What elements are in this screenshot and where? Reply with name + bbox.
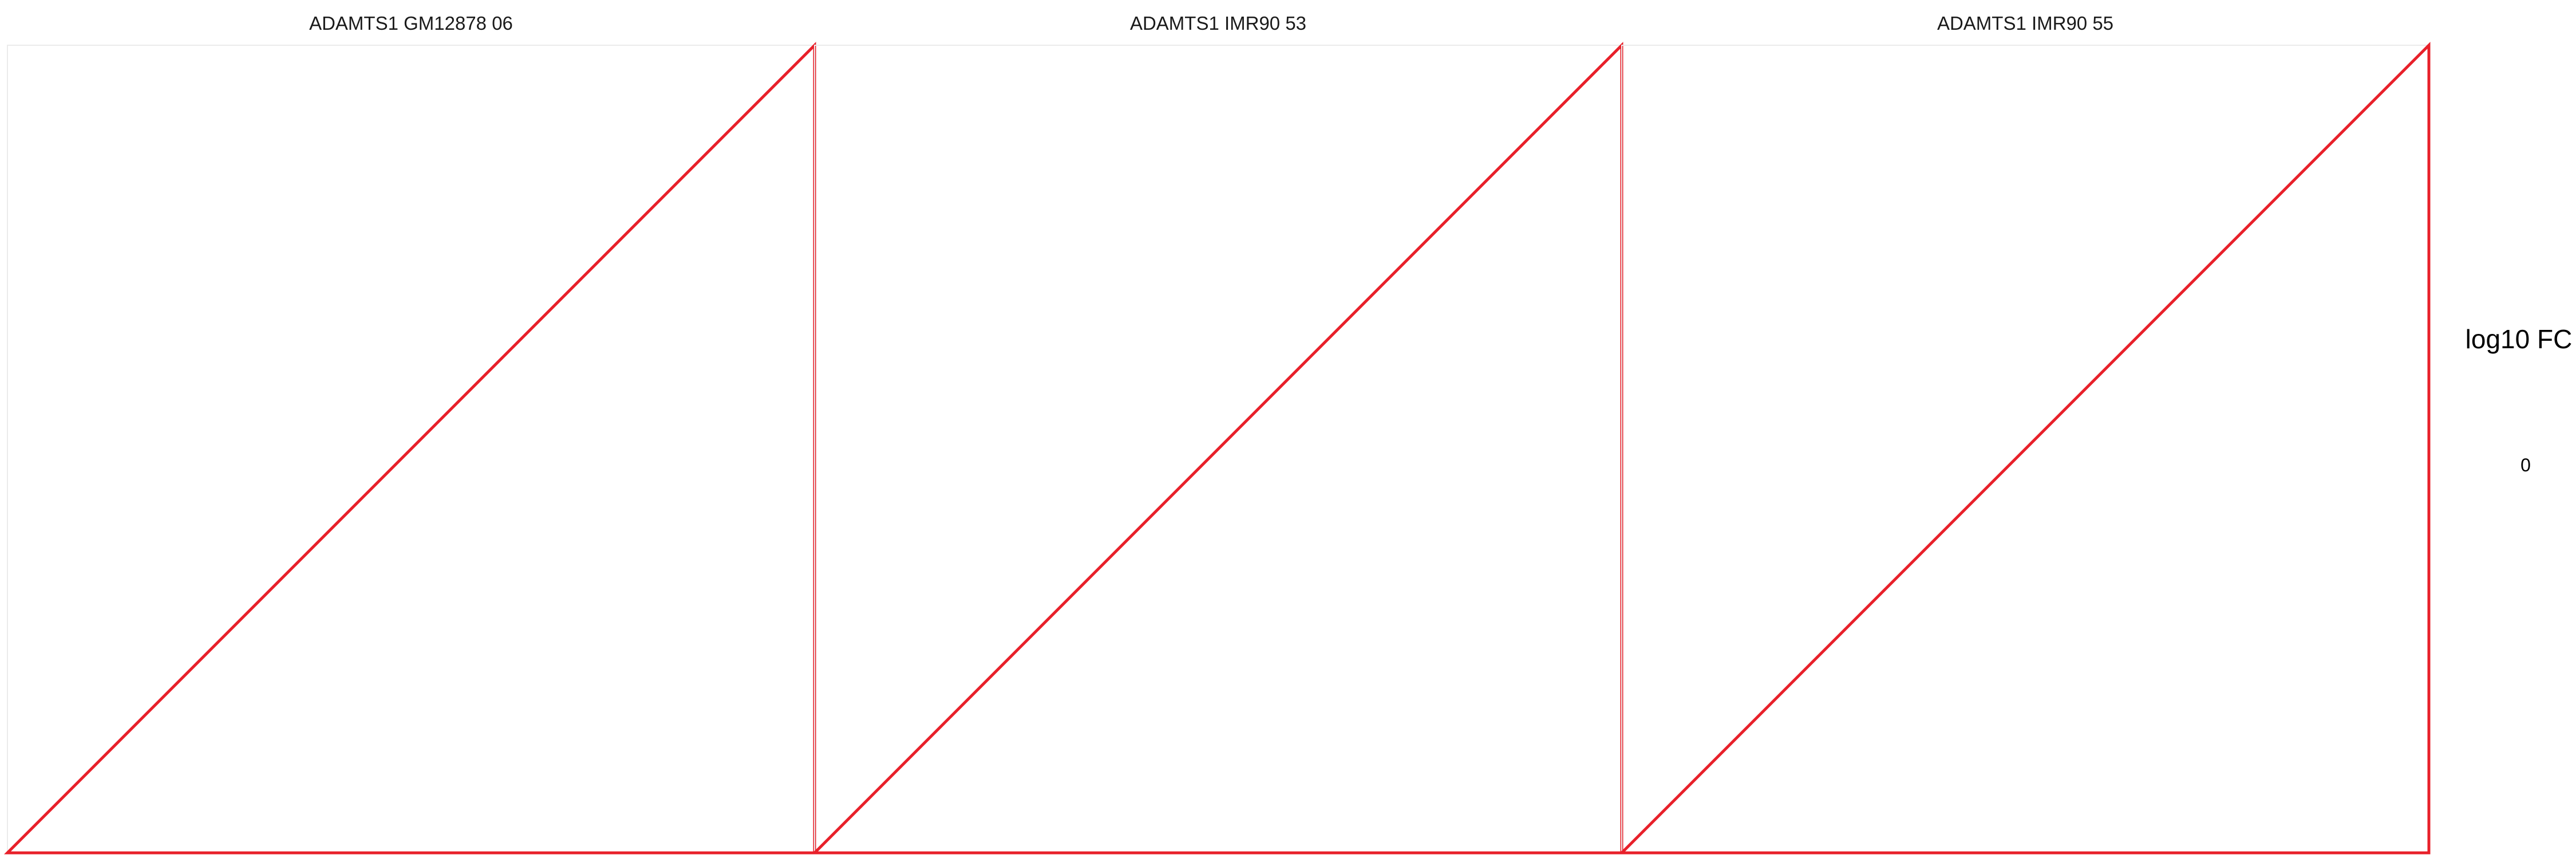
panel-1: ADAMTS1 GM12878 06 [3,13,816,855]
heatmap-triangle [1618,41,2431,855]
panel-title: ADAMTS1 IMR90 53 [1130,13,1306,34]
panel-2: ADAMTS1 IMR90 53 [811,13,1623,855]
panel-3: ADAMTS1 IMR90 55 [1618,13,2431,855]
panel-title: ADAMTS1 GM12878 06 [309,13,513,34]
heatmap-triangle [811,41,1623,855]
legend-title: log10 FC [2466,324,2573,354]
legend-label: 0 [2520,455,2531,475]
legend: log10 FC 0 [2466,324,2573,475]
panel-title: ADAMTS1 IMR90 55 [1937,13,2113,34]
heatmap-triangle [3,41,816,855]
panels-layer: ADAMTS1 GM12878 06 ADAMTS1 IMR90 53 ADAMTS… [3,13,2431,855]
